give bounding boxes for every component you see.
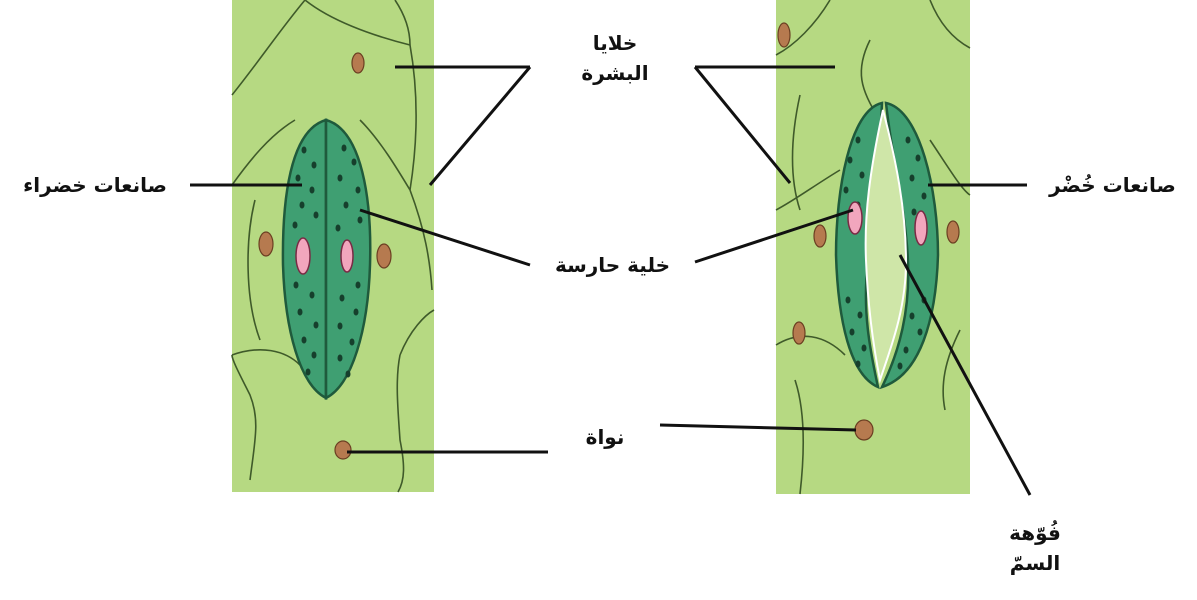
open-stoma-panel bbox=[776, 0, 970, 494]
leader-epidermis-left-b bbox=[430, 67, 530, 185]
epidermal-nucleus bbox=[377, 244, 391, 268]
guard-nucleus-left bbox=[848, 202, 862, 234]
label-epidermis-line1: خلايا bbox=[540, 28, 690, 58]
label-stoma-pore: فُوّهة السمّ bbox=[960, 518, 1110, 578]
leader-epidermis-right-b bbox=[695, 67, 790, 183]
label-nucleus: نواة bbox=[555, 422, 655, 452]
closed-stoma-panel bbox=[232, 0, 434, 492]
label-chloroplasts-left: صانعات خضراء bbox=[2, 170, 188, 200]
label-chloroplasts-right: صانعات خُضْر bbox=[1030, 170, 1195, 200]
label-stoma-pore-line1: فُوّهة bbox=[960, 518, 1110, 548]
epidermal-nucleus bbox=[335, 441, 351, 459]
label-epidermis: خلايا البشرة bbox=[540, 28, 690, 88]
guard-nucleus-left bbox=[296, 238, 310, 274]
label-guard-cell: خلية حارسة bbox=[530, 250, 695, 280]
label-epidermis-line2: البشرة bbox=[540, 58, 690, 88]
epidermal-nucleus bbox=[793, 322, 805, 344]
guard-nucleus-right bbox=[341, 240, 353, 272]
epidermal-nucleus bbox=[352, 53, 364, 73]
epidermal-nucleus bbox=[947, 221, 959, 243]
label-stoma-pore-line2: السمّ bbox=[960, 548, 1110, 578]
epidermal-nucleus bbox=[855, 420, 873, 440]
epidermal-nucleus bbox=[778, 23, 790, 47]
epidermal-nucleus bbox=[259, 232, 273, 256]
guard-nucleus-right bbox=[915, 211, 927, 245]
epidermal-nucleus bbox=[814, 225, 826, 247]
